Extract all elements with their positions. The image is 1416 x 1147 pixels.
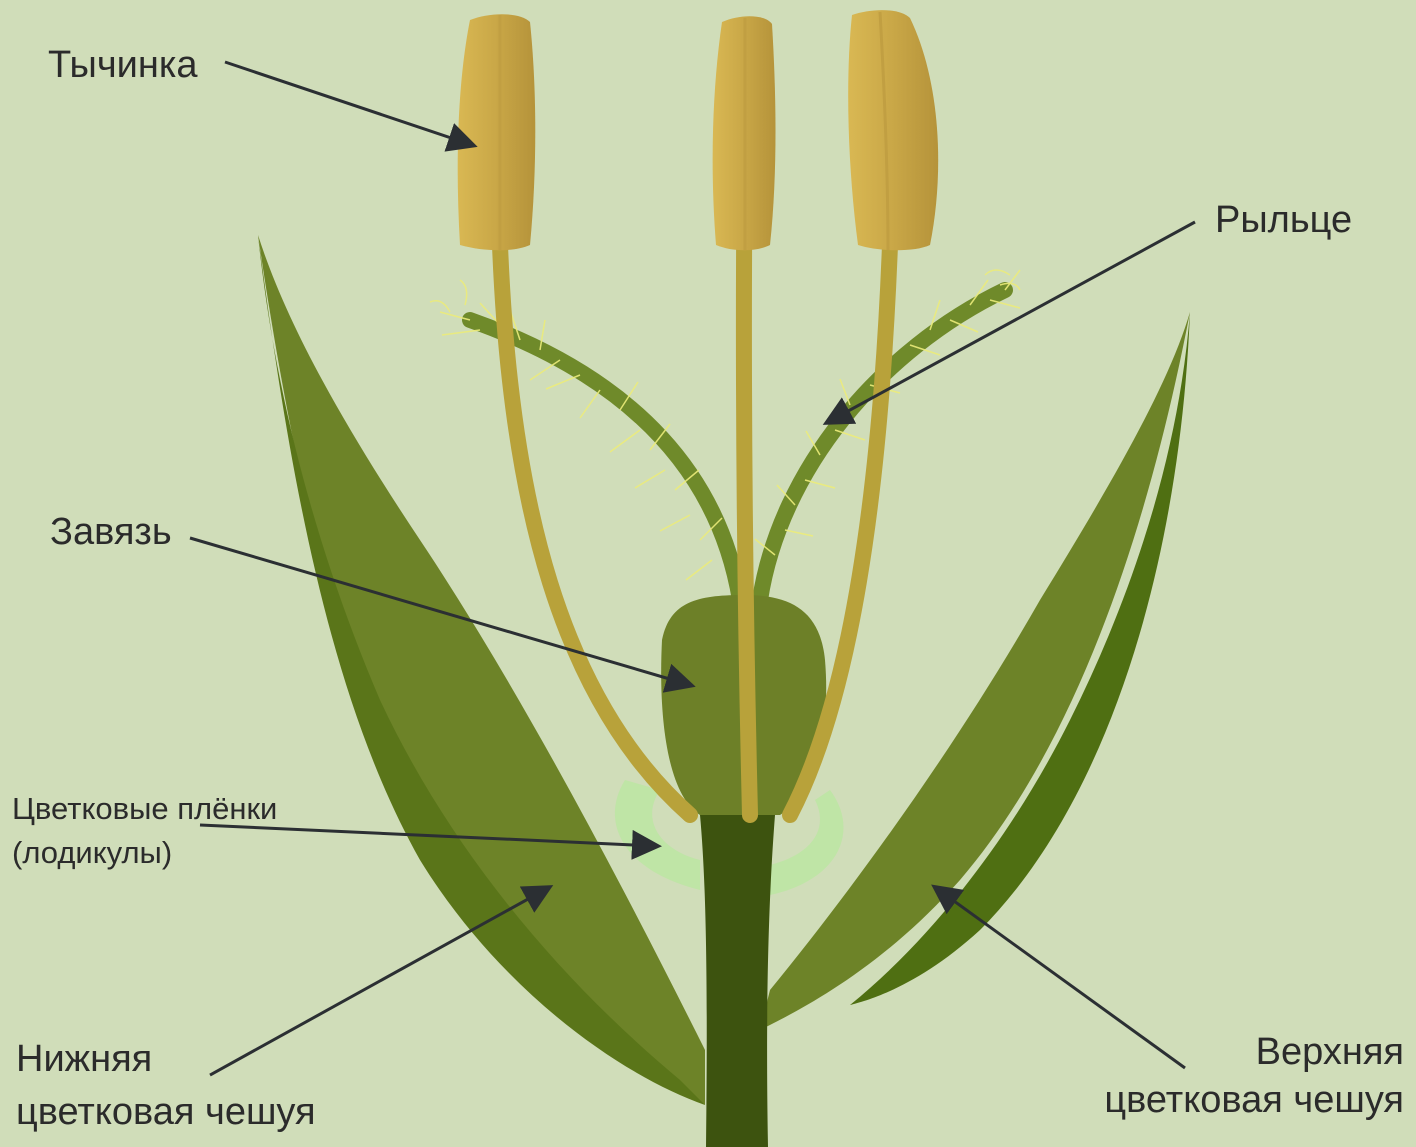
arrow-lower-scale [210,888,548,1075]
label-lower-scale-line1: Нижняя [16,1037,152,1083]
label-stigma: Рыльце [1215,198,1352,244]
label-upper-scale-line2: цветковая чешуя [1104,1078,1404,1124]
arrow-upper-scale [936,888,1185,1068]
label-lower-scale-line2: цветковая чешуя [16,1090,316,1136]
label-ovary: Завязь [50,510,172,556]
label-stamen: Тычинка [48,43,197,89]
label-lodicules-line1: Цветковые плёнки [12,790,277,827]
arrow-stamen [225,62,472,145]
label-upper-scale-line1: Верхняя [1256,1030,1404,1076]
anthers [458,10,939,250]
label-lodicules-line2: (лодикулы) [12,834,172,871]
stem [700,815,775,1147]
anther-right [848,10,938,250]
anther-left [458,14,536,250]
